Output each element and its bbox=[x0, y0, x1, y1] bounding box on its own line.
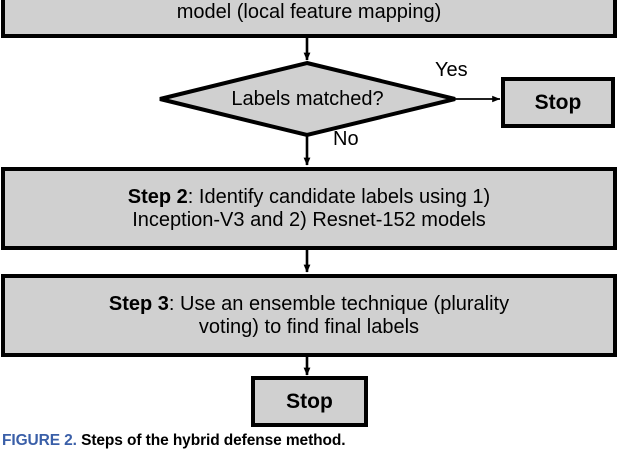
edge-label-yes: Yes bbox=[435, 59, 468, 81]
node-decision-diamond bbox=[159, 60, 456, 138]
edge-label-no: No bbox=[333, 128, 359, 150]
figure-caption-text: Steps of the hybrid defense method. bbox=[81, 432, 346, 449]
node-stop-right-box bbox=[501, 77, 615, 128]
node-step2-box bbox=[1, 167, 617, 250]
node-stop-bottom-box bbox=[251, 376, 368, 427]
figure-caption: FIGURE 2. Steps of the hybrid defense me… bbox=[2, 432, 616, 450]
figure-caption-label: FIGURE 2. bbox=[2, 432, 77, 449]
node-step1-box bbox=[1, 0, 617, 38]
node-step3-box bbox=[1, 274, 617, 357]
